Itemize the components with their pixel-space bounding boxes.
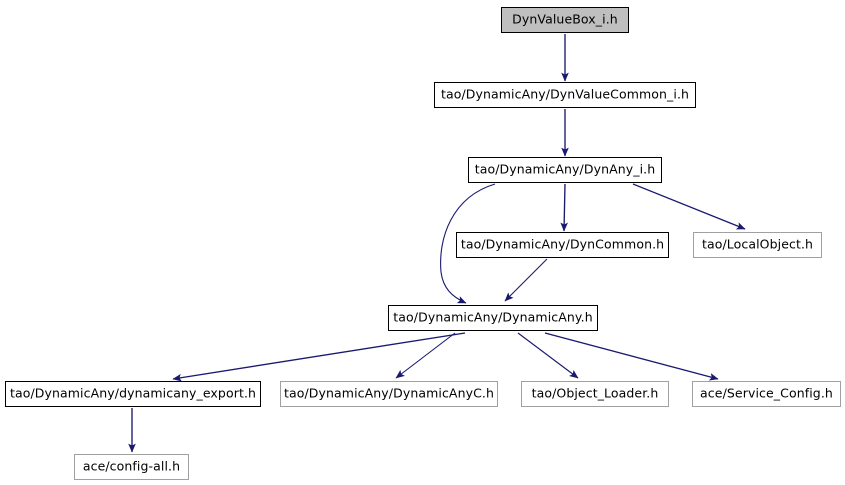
node-dynamicany-export[interactable]: tao/DynamicAny/dynamicany_export.h [5,381,261,407]
node-label: tao/DynamicAny/DynValueCommon_i.h [440,86,690,102]
node-dyncommon[interactable]: tao/DynamicAny/DynCommon.h [456,232,669,258]
node-label: tao/DynamicAny/DynAny_i.h [474,161,656,177]
node-label: tao/DynamicAny/DynamicAny.h [393,309,593,325]
node-dynamicany[interactable]: tao/DynamicAny/DynamicAny.h [388,305,598,331]
node-localobject[interactable]: tao/LocalObject.h [693,232,822,258]
node-label: tao/LocalObject.h [701,236,814,252]
node-object-loader[interactable]: tao/Object_Loader.h [521,381,669,407]
node-label: DynValueBox_i.h [512,11,618,27]
node-dynamicanyc[interactable]: tao/DynamicAny/DynamicAnyC.h [280,381,498,407]
edge-dyncommon-to-dynamicany [504,258,548,302]
node-dynvaluecommon-i[interactable]: tao/DynamicAny/DynValueCommon_i.h [434,82,696,108]
edge-dynamicany-to-dynamicany-export [172,332,466,382]
node-dynany-i[interactable]: tao/DynamicAny/DynAny_i.h [468,157,662,183]
edge-dynamicany-to-service-config [544,332,719,381]
node-label: ace/Service_Config.h [700,385,833,401]
edge-dynany-to-dyncommon [560,183,568,232]
node-config-all[interactable]: ace/config-all.h [74,454,189,480]
edge-dynany-to-localobject [632,183,746,230]
node-label: tao/Object_Loader.h [531,385,659,401]
node-dynvaluebox-i[interactable]: DynValueBox_i.h [501,7,629,33]
node-service-config[interactable]: ace/Service_Config.h [692,381,841,407]
edge-dynamicany-to-dynamicanyc [395,332,456,379]
edge-dynamicany-to-object-loader [517,332,579,379]
node-label: ace/config-all.h [82,458,181,474]
node-label: tao/DynamicAny/DynCommon.h [460,236,665,252]
node-label: tao/DynamicAny/DynamicAnyC.h [283,385,495,401]
node-label: tao/DynamicAny/dynamicany_export.h [9,385,257,401]
